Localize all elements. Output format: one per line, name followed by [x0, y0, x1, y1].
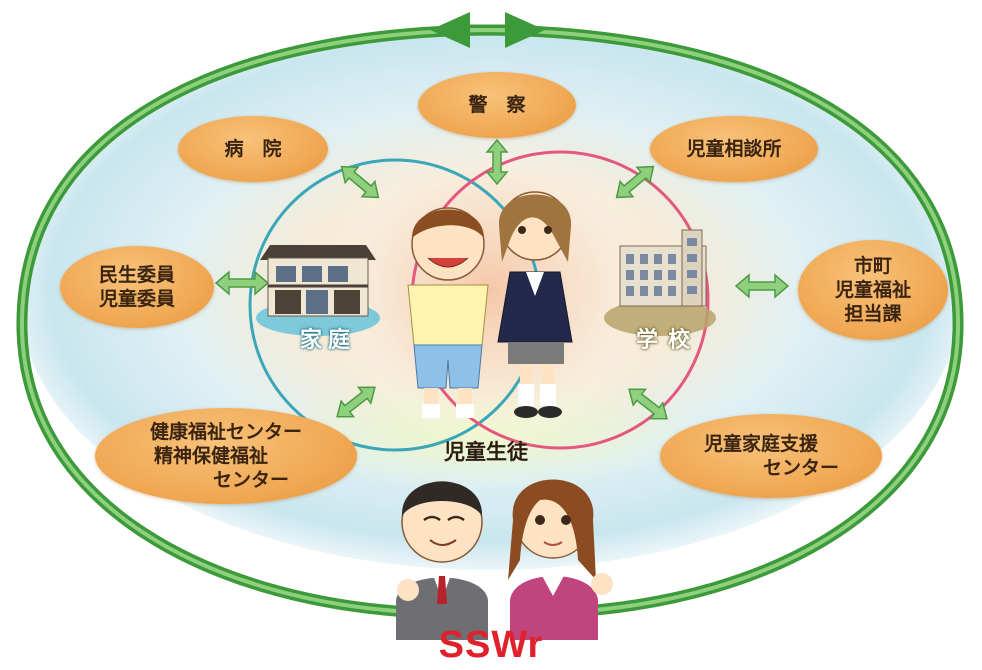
node-city-child-welfare: 市町 児童福祉 担当課	[798, 240, 948, 340]
node-hospital: 病 院	[178, 116, 328, 182]
sswr-woman-illustration	[508, 479, 613, 640]
arrow-police	[485, 138, 509, 186]
sswr-label: SSWr	[438, 624, 544, 666]
node-city-welfare-line1: 市町	[853, 254, 892, 277]
cycle-arrowhead-top-right	[505, 12, 545, 48]
arrow-child-guidance	[615, 165, 655, 199]
node-welfare-commissioner-line1: 民生委員	[98, 263, 175, 286]
home-label: 家庭	[300, 328, 357, 353]
school-illustration	[604, 229, 716, 336]
center-glow	[320, 130, 660, 450]
school-label: 学校	[636, 328, 701, 353]
arrow-health-center	[336, 386, 376, 418]
node-child-guidance-center: 児童相談所	[650, 116, 818, 182]
boy-student-illustration	[407, 207, 489, 418]
node-health-center-line3: センター	[212, 469, 289, 492]
node-city-welfare-line2: 児童福祉	[834, 278, 911, 301]
node-city-welfare-line3: 担当課	[844, 303, 902, 326]
cycle-arrowhead-top-left	[430, 12, 470, 48]
students-label: 児童生徒	[444, 440, 528, 464]
node-family-support-center: 児童家庭支援 センター	[660, 414, 882, 498]
node-health-center-line1: 健康福祉センター	[149, 420, 302, 443]
node-police: 警 察	[418, 72, 576, 138]
node-health-center-line2: 精神保健福祉	[153, 444, 268, 467]
node-family-support-line2: センター	[762, 457, 839, 479]
node-health-welfare-center: 健康福祉センター 精神保健福祉 センター	[95, 408, 357, 504]
node-family-support-line1: 児童家庭支援	[703, 432, 818, 455]
house-illustration	[256, 245, 380, 336]
node-welfare-commissioner: 民生委員 児童委員	[60, 246, 214, 328]
sswr-man-illustration	[396, 481, 488, 640]
node-hospital-label: 病 院	[224, 137, 282, 160]
arrow-city-welfare	[734, 273, 790, 299]
arrow-family-support	[628, 388, 668, 420]
node-child-guidance-label: 児童相談所	[686, 137, 782, 160]
node-welfare-commissioner-line2: 児童委員	[98, 288, 175, 310]
arrow-hospital	[340, 165, 380, 199]
girl-student-illustration	[497, 191, 573, 418]
node-police-label: 警 察	[468, 93, 526, 116]
